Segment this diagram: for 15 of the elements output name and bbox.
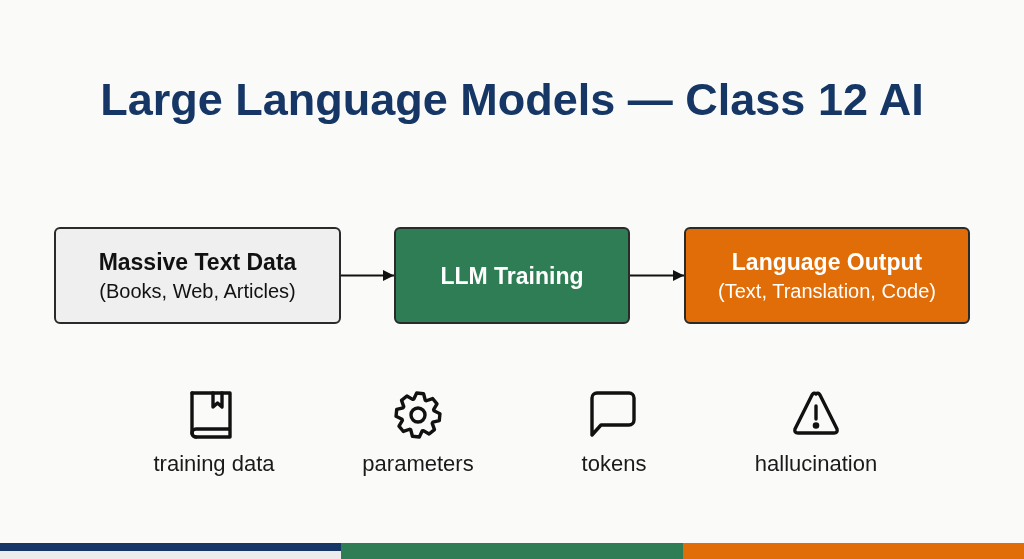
box-heading: Language Output [731,247,923,277]
box-subtext: (Books, Web, Articles) [99,278,296,304]
box-heading: LLM Training [440,261,584,291]
box-subtext: (Text, Translation, Code) [718,278,936,304]
box-heading: Massive Text Data [98,247,297,277]
icon-caption: parameters [362,451,474,477]
icon-caption: tokens [581,451,647,477]
arrow [340,270,395,281]
process-box [54,227,341,324]
process-box [394,227,630,324]
title: Large Language Models — Class 12 AI [99,74,925,126]
icon-caption: hallucination [754,451,878,477]
icon-caption: training data [153,451,275,477]
process-box [684,227,970,324]
arrow [629,270,685,281]
